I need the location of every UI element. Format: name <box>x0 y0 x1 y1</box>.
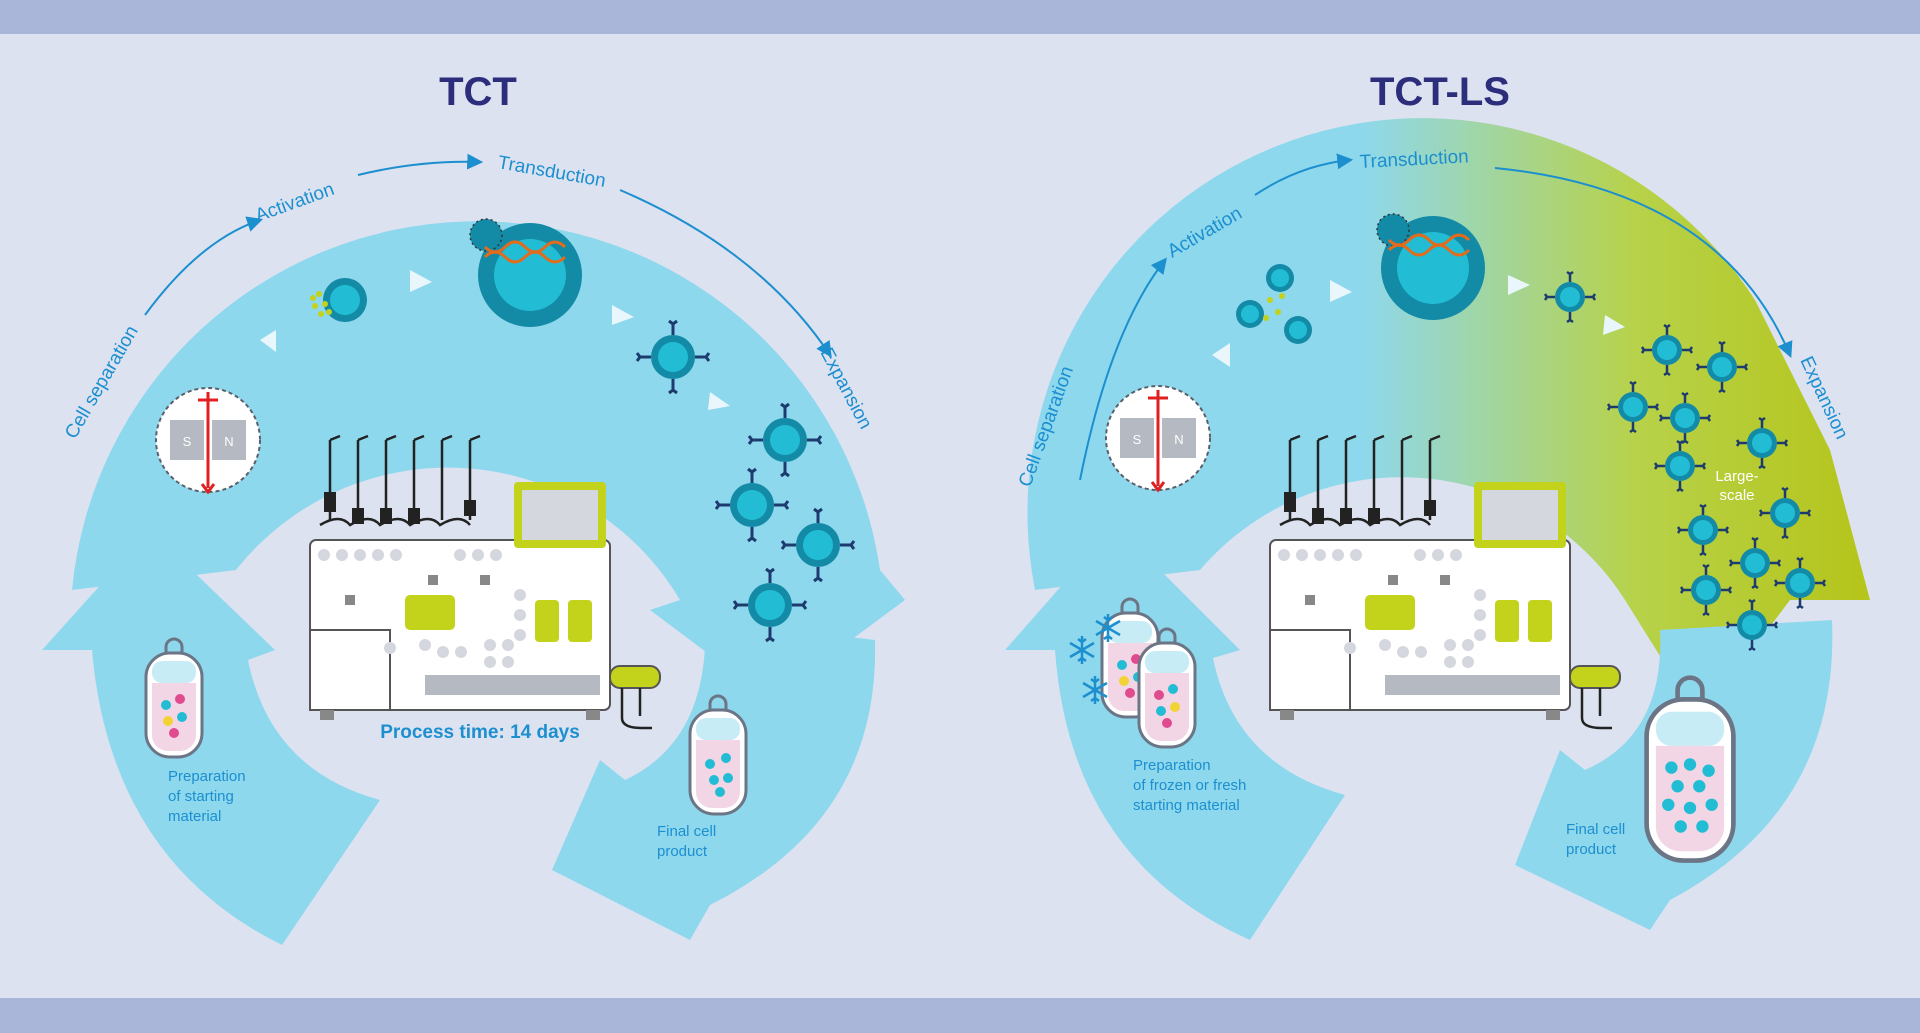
blood-bag-icon <box>144 637 204 759</box>
tct-ls-ring-arc <box>1027 118 1870 720</box>
tct-ls-scale-label: Large- scale <box>1715 468 1759 504</box>
blood-bag-icon <box>1137 627 1197 749</box>
tct-step-transduction: Transduction <box>496 152 607 192</box>
tct-ls-panel: Cell separation Activation Transduction … <box>1005 118 1870 940</box>
blood-bag-icon <box>688 694 748 816</box>
tct-ls-title: TCT-LS <box>1370 70 1510 114</box>
tct-process-time: Process time: 14 days <box>380 722 580 743</box>
tct-ls-final-label: Final cell product <box>1566 821 1626 858</box>
bottom-band <box>0 998 1920 1033</box>
transduction-cell-icon <box>1376 213 1485 320</box>
top-band <box>0 0 1920 34</box>
transduction-cell-icon <box>469 218 582 327</box>
tct-start-arrow <box>42 530 380 945</box>
magnet-separation-icon <box>1104 384 1212 492</box>
blood-bag-icon <box>1647 678 1734 861</box>
tct-start-label: Preparation of starting material <box>168 768 246 825</box>
activation-cell-icon <box>1236 264 1312 344</box>
tct-title: TCT <box>439 70 517 114</box>
tct-final-label: Final cell product <box>657 823 717 860</box>
tct-ring-arc <box>72 221 905 700</box>
activation-cell-icon <box>310 278 367 322</box>
tct-step-activation: Activation <box>253 179 338 227</box>
tct-ls-start-label: Preparation of frozen or fresh starting … <box>1133 757 1247 814</box>
magnet-separation-icon <box>154 386 262 494</box>
